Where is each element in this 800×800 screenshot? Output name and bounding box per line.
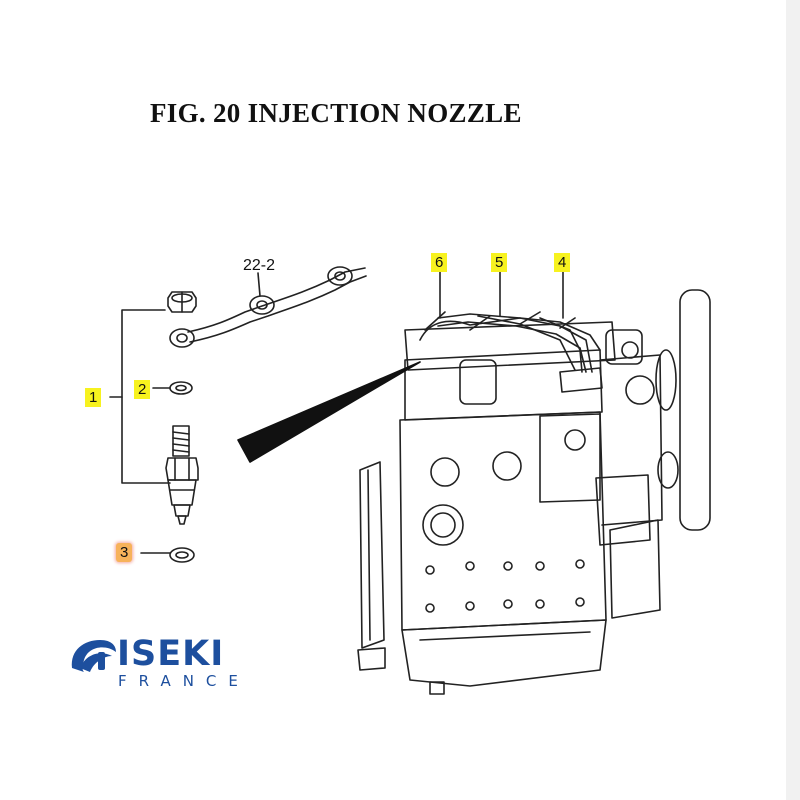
nozzle-holder — [165, 425, 199, 525]
engine-block — [357, 289, 711, 695]
callout-6[interactable]: 6 — [431, 253, 448, 272]
callout-5[interactable]: 5 — [491, 253, 508, 272]
location-pointer — [237, 361, 421, 463]
callout-22-2[interactable]: 22-2 — [243, 257, 276, 274]
leak-off-pipe — [169, 266, 367, 348]
figure-title: FIG. 20 INJECTION NOZZLE — [150, 98, 522, 128]
nozzle-nut — [167, 291, 197, 313]
callout-2[interactable]: 2 — [134, 380, 151, 399]
leader-line-22-2 — [257, 272, 261, 297]
callout-3[interactable]: 3 — [116, 543, 133, 562]
callout-1[interactable]: 1 — [85, 388, 102, 407]
brand-name: ISEKI — [117, 634, 225, 674]
callout-4[interactable]: 4 — [554, 253, 571, 272]
brand-region: FRANCE — [118, 672, 250, 690]
washer-2 — [169, 381, 193, 395]
assembly-bracket — [109, 309, 171, 484]
iseki-logo-mark-icon — [71, 640, 116, 672]
page-edge — [786, 0, 800, 800]
washer-3 — [169, 547, 195, 563]
